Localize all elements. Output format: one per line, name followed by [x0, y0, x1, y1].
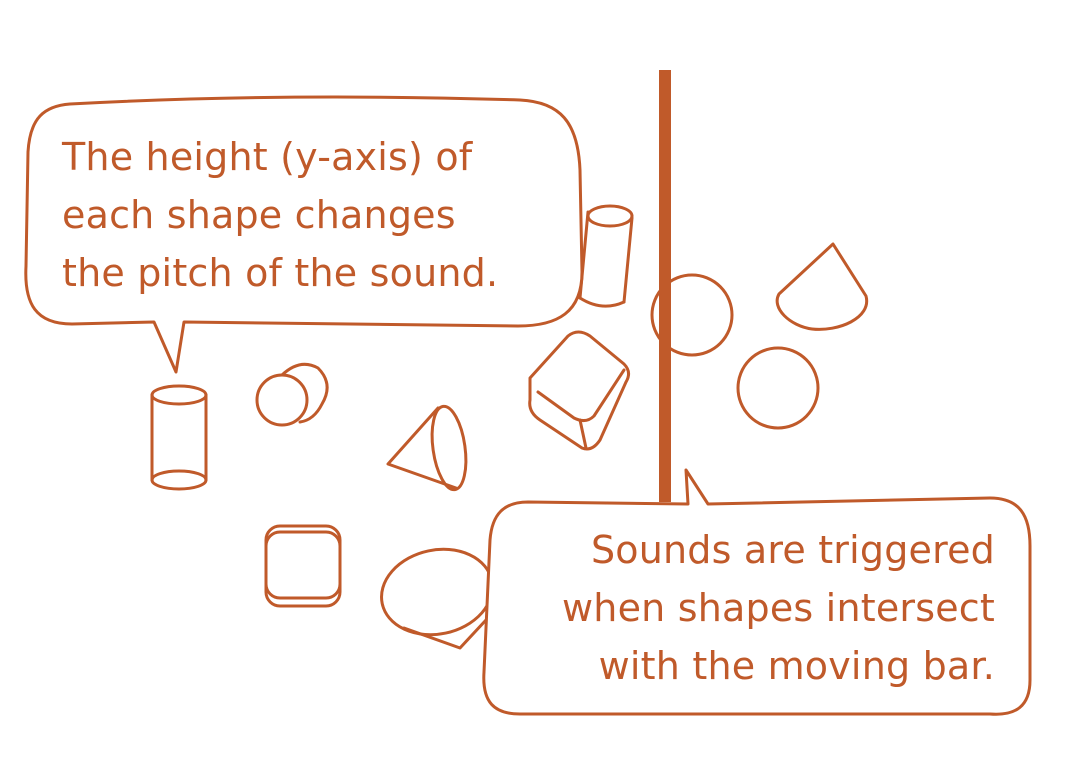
- cylinder-shape-left: [150, 384, 208, 491]
- trigger-callout-line-1: Sounds are triggered: [590, 528, 995, 572]
- cylinder-shape-upper: [578, 204, 634, 308]
- disc-shape: [255, 362, 329, 427]
- cube-shape-middle: [528, 330, 631, 451]
- pitch-callout-line-1: The height (y-axis) of: [62, 135, 473, 179]
- trigger-callout-bubble: [482, 468, 1032, 716]
- pitch-callout-line-2: each shape changes: [62, 193, 456, 237]
- trigger-callout-text: Sounds are triggered when shapes interse…: [562, 521, 995, 695]
- sphere-on-bar: [650, 273, 734, 357]
- trigger-callout-line-3: with the moving bar.: [598, 644, 995, 688]
- cone-shape-center: [386, 404, 468, 492]
- pitch-callout-bubble: [24, 95, 584, 374]
- cone-shape-upper-right: [775, 242, 869, 331]
- cube-shape-lower: [264, 524, 342, 608]
- sphere-shape-right: [736, 346, 820, 430]
- trigger-callout-line-2: when shapes intersect: [562, 586, 995, 630]
- pitch-callout-line-3: the pitch of the sound.: [62, 251, 499, 295]
- cone-shape-lower: [380, 547, 494, 650]
- pitch-callout-text: The height (y-axis) of each shape change…: [62, 128, 498, 302]
